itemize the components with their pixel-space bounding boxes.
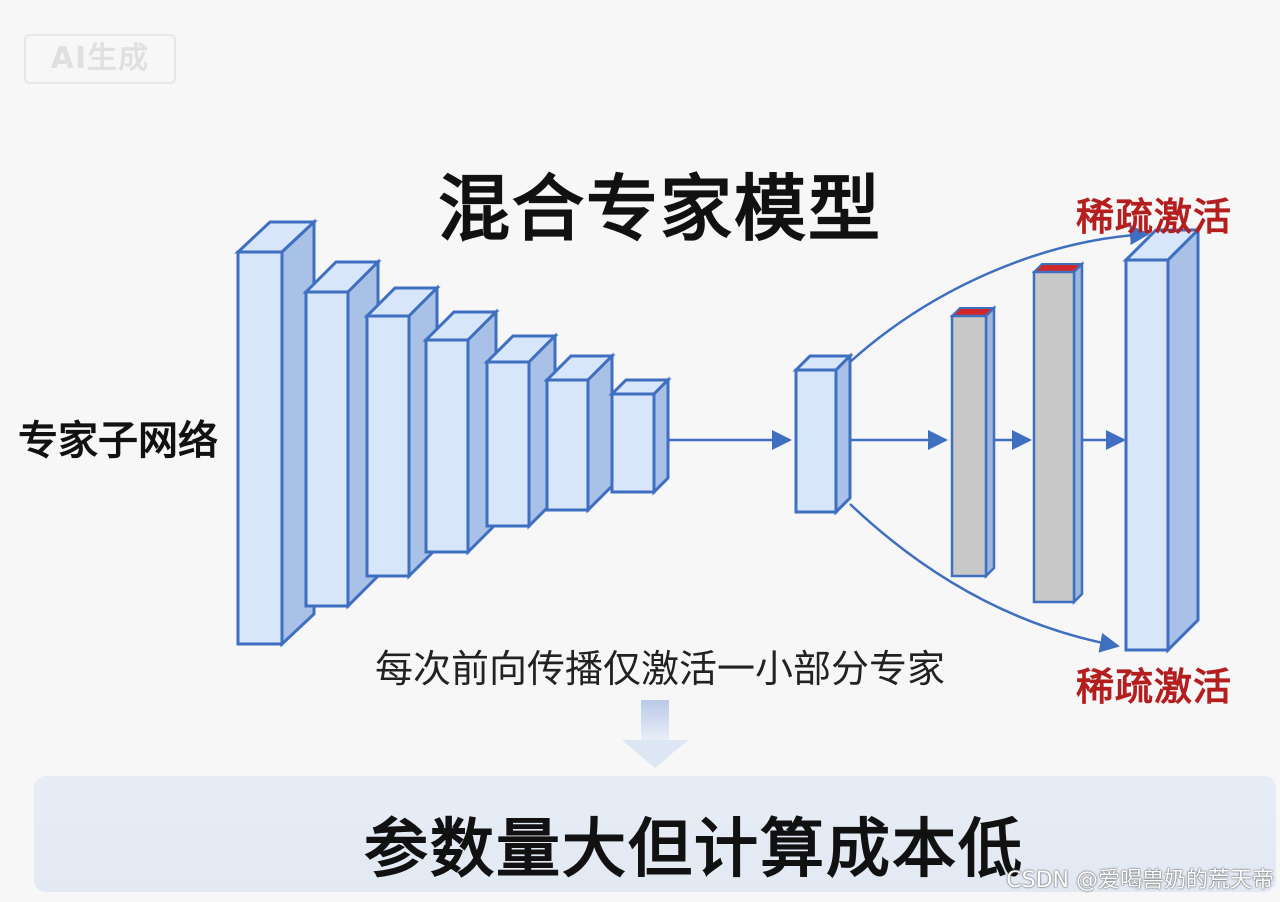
router-block xyxy=(796,356,850,512)
expert-block-7 xyxy=(612,380,668,492)
sparse-activation-label-bottom: 稀疏激活 xyxy=(1076,656,1232,711)
output-block xyxy=(1126,230,1198,650)
sparse-expert-a xyxy=(952,308,994,576)
expert-block-6 xyxy=(547,356,612,510)
activation-caption: 每次前向传播仅激活一小部分专家 xyxy=(330,638,990,693)
expert-subnetwork-label: 专家子网络 xyxy=(18,408,218,466)
expert-block-1 xyxy=(238,222,314,644)
expert-block-5 xyxy=(487,336,555,526)
sparse-expert-b xyxy=(1034,264,1082,602)
source-credit: CSDN @爱喝兽奶的荒天帝 xyxy=(1006,862,1274,894)
result-text: 参数量大但计算成本低 xyxy=(34,798,1174,890)
diagram-title: 混合专家模型 xyxy=(360,150,960,255)
sparse-activation-label-top: 稀疏激活 xyxy=(1076,186,1232,241)
down-arrow-icon xyxy=(622,700,688,768)
